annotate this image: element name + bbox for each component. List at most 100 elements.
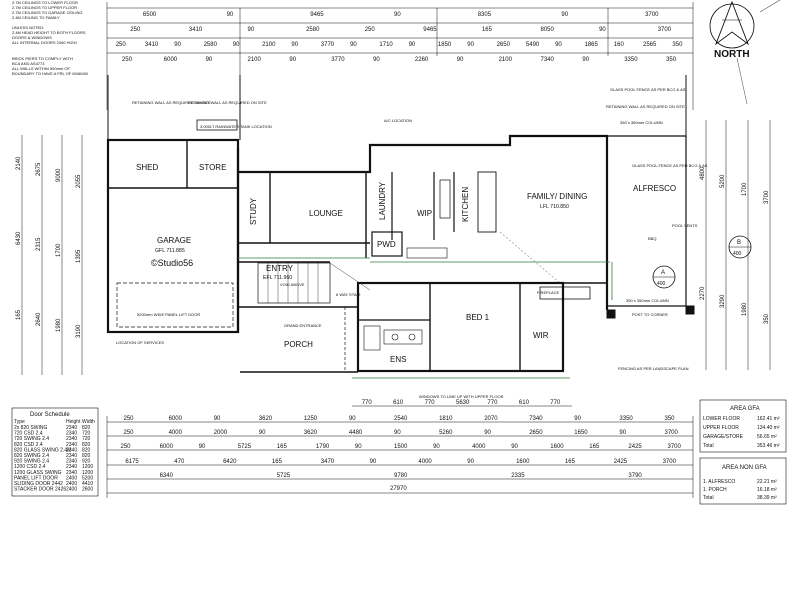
dimension-value: 610 [519, 400, 530, 406]
dimension-value: 2000 [214, 430, 228, 436]
dimension-value: 2580 [306, 27, 320, 33]
dimension-value: 3770 [321, 42, 335, 48]
dimension-value: 90 [394, 430, 401, 436]
room-labels: SHED STORE GARAGE GFL 711.885 ©Studio56 … [136, 163, 676, 364]
dimension-value: 38.39 m² [757, 495, 777, 501]
dimension-value: 2400 [66, 475, 77, 481]
dimension-value: 470 [174, 459, 185, 465]
dimension-value: 5260 [439, 430, 453, 436]
dimension-value: 820 GLASS SWING 2.4M [14, 447, 71, 453]
north-arrow: NORTH [709, 0, 781, 105]
pool-vents-note: POOL VENTS [672, 223, 698, 228]
dimension-value: 1395 [76, 249, 82, 263]
room-lounge: LOUNGE [309, 209, 343, 218]
dimension-value: 250 [130, 27, 141, 33]
ceiling-notes: 2.7M CEILINGS TO LOWER FLOOR 2.7M CEILIN… [12, 0, 89, 76]
dimension-value: 22.21 m² [757, 479, 777, 485]
section-marker-b: B 400 [728, 235, 752, 259]
dimension-value: 820 SWING 2.4 [14, 453, 49, 459]
dimension-value: 9780 [394, 473, 408, 479]
dimension-value: 2400 [66, 481, 77, 487]
dimension-value: 16.18 m² [757, 487, 777, 493]
note-line: ALL WALLS WITHIN 900mm OF [12, 66, 70, 71]
dimension-value: 920 [82, 459, 91, 465]
dimension-value: GARAGE/STORE [703, 434, 744, 440]
dimension-value: 4000 [472, 444, 486, 450]
stairs-note: 6 WAY STAIR [336, 292, 361, 297]
total-length: 27970 [390, 486, 407, 492]
dimension-value: 2600 [82, 487, 93, 493]
left-dimensions [21, 135, 83, 375]
watermark: ©Studio56 [151, 258, 193, 268]
dimension-value: 820 [82, 447, 91, 453]
dimension-value: 3290 [720, 294, 726, 308]
dimension-value: 250 [124, 430, 135, 436]
door-schedule-title: Door Schedule [30, 412, 70, 418]
dimension-value: 90 [233, 42, 240, 48]
dimension-value: 7340 [529, 416, 543, 422]
dimension-value: 5200 [720, 174, 726, 188]
note-line: BRICK PIERS TO COMPLY WITH [12, 56, 73, 61]
dimension-value: 2425 [628, 444, 642, 450]
glass-fence-note: GLASS POOL FENCE AS PER BCG & AS [610, 87, 686, 92]
dimension-value: 3470 [321, 459, 335, 465]
dimension-value: 720 [82, 436, 91, 442]
note-line: 2.7M CEILINGS TO UPPER FLOOR [12, 5, 77, 10]
dimension-value: 770 [362, 400, 373, 406]
room-porch: PORCH [284, 340, 313, 349]
dimension-value: 3620 [304, 430, 318, 436]
room-study: STUDY [249, 197, 258, 225]
retaining-note-mid: RETAINING WALL AS REQUIRED ON SITE [188, 100, 267, 105]
dimension-value: 90 [467, 42, 474, 48]
dimension-value: 2270 [700, 286, 706, 300]
dimension-value: 720 CSD 2.4 [14, 431, 43, 437]
dimension-value: 90 [484, 430, 491, 436]
dimension-value: 6000 [160, 444, 174, 450]
dimension-value: 90 [174, 42, 181, 48]
note-line: BOUNDARY TO HAVE A FRL OF 60/60/60 [12, 71, 89, 76]
dimension-value: 90 [394, 12, 401, 18]
dimension-value: 6175 [125, 459, 139, 465]
dimension-value: 770 [425, 400, 436, 406]
dimension-value: 350 [672, 42, 683, 48]
dimension-value: 6500 [143, 12, 157, 18]
bottom-dimensions [106, 405, 694, 498]
room-family: FAMILY/ DINING [527, 192, 587, 201]
dimension-value: 90 [561, 12, 568, 18]
dimension-value: 1. PORCH [703, 487, 727, 493]
dimension-value: 3700 [658, 27, 672, 33]
dimension-value: 90 [355, 444, 362, 450]
dimension-value: 1700 [56, 243, 62, 257]
room-wip: WIP [417, 209, 432, 218]
dimension-value: 6430 [16, 231, 22, 245]
dimension-value: 4410 [82, 481, 93, 487]
dimension-value: 3790 [628, 473, 642, 479]
dimension-value: Width [82, 419, 95, 425]
fencing-note: FENCING AS PER LANDSCAPE PLAN [618, 366, 689, 371]
dimension-value: 2580 [204, 42, 218, 48]
dimension-value: 2340 [66, 431, 77, 437]
dimension-value: 2340 [66, 436, 77, 442]
dimension-value: 2100 [248, 57, 262, 63]
dimension-value: 165 [272, 459, 283, 465]
dimension-value: 90 [467, 459, 474, 465]
room-alfresco: ALFRESCO [633, 184, 676, 193]
room-shed: SHED [136, 163, 158, 172]
dimension-value: 90 [599, 27, 606, 33]
post-corner-note: POST TO CORNER [632, 312, 668, 317]
dimension-value: 90 [291, 42, 298, 48]
dimension-value: 2335 [511, 473, 525, 479]
dimension-value: 2100 [262, 42, 276, 48]
walls [106, 75, 695, 373]
dimension-value: 1200 [82, 470, 93, 476]
dimension-value: 90 [574, 416, 581, 422]
dimension-value: 770 [487, 400, 498, 406]
dimension-value: 56.65 m² [757, 434, 777, 440]
dimension-value: 2650 [497, 42, 511, 48]
dimension-value: UPPER FLOOR [703, 425, 739, 431]
